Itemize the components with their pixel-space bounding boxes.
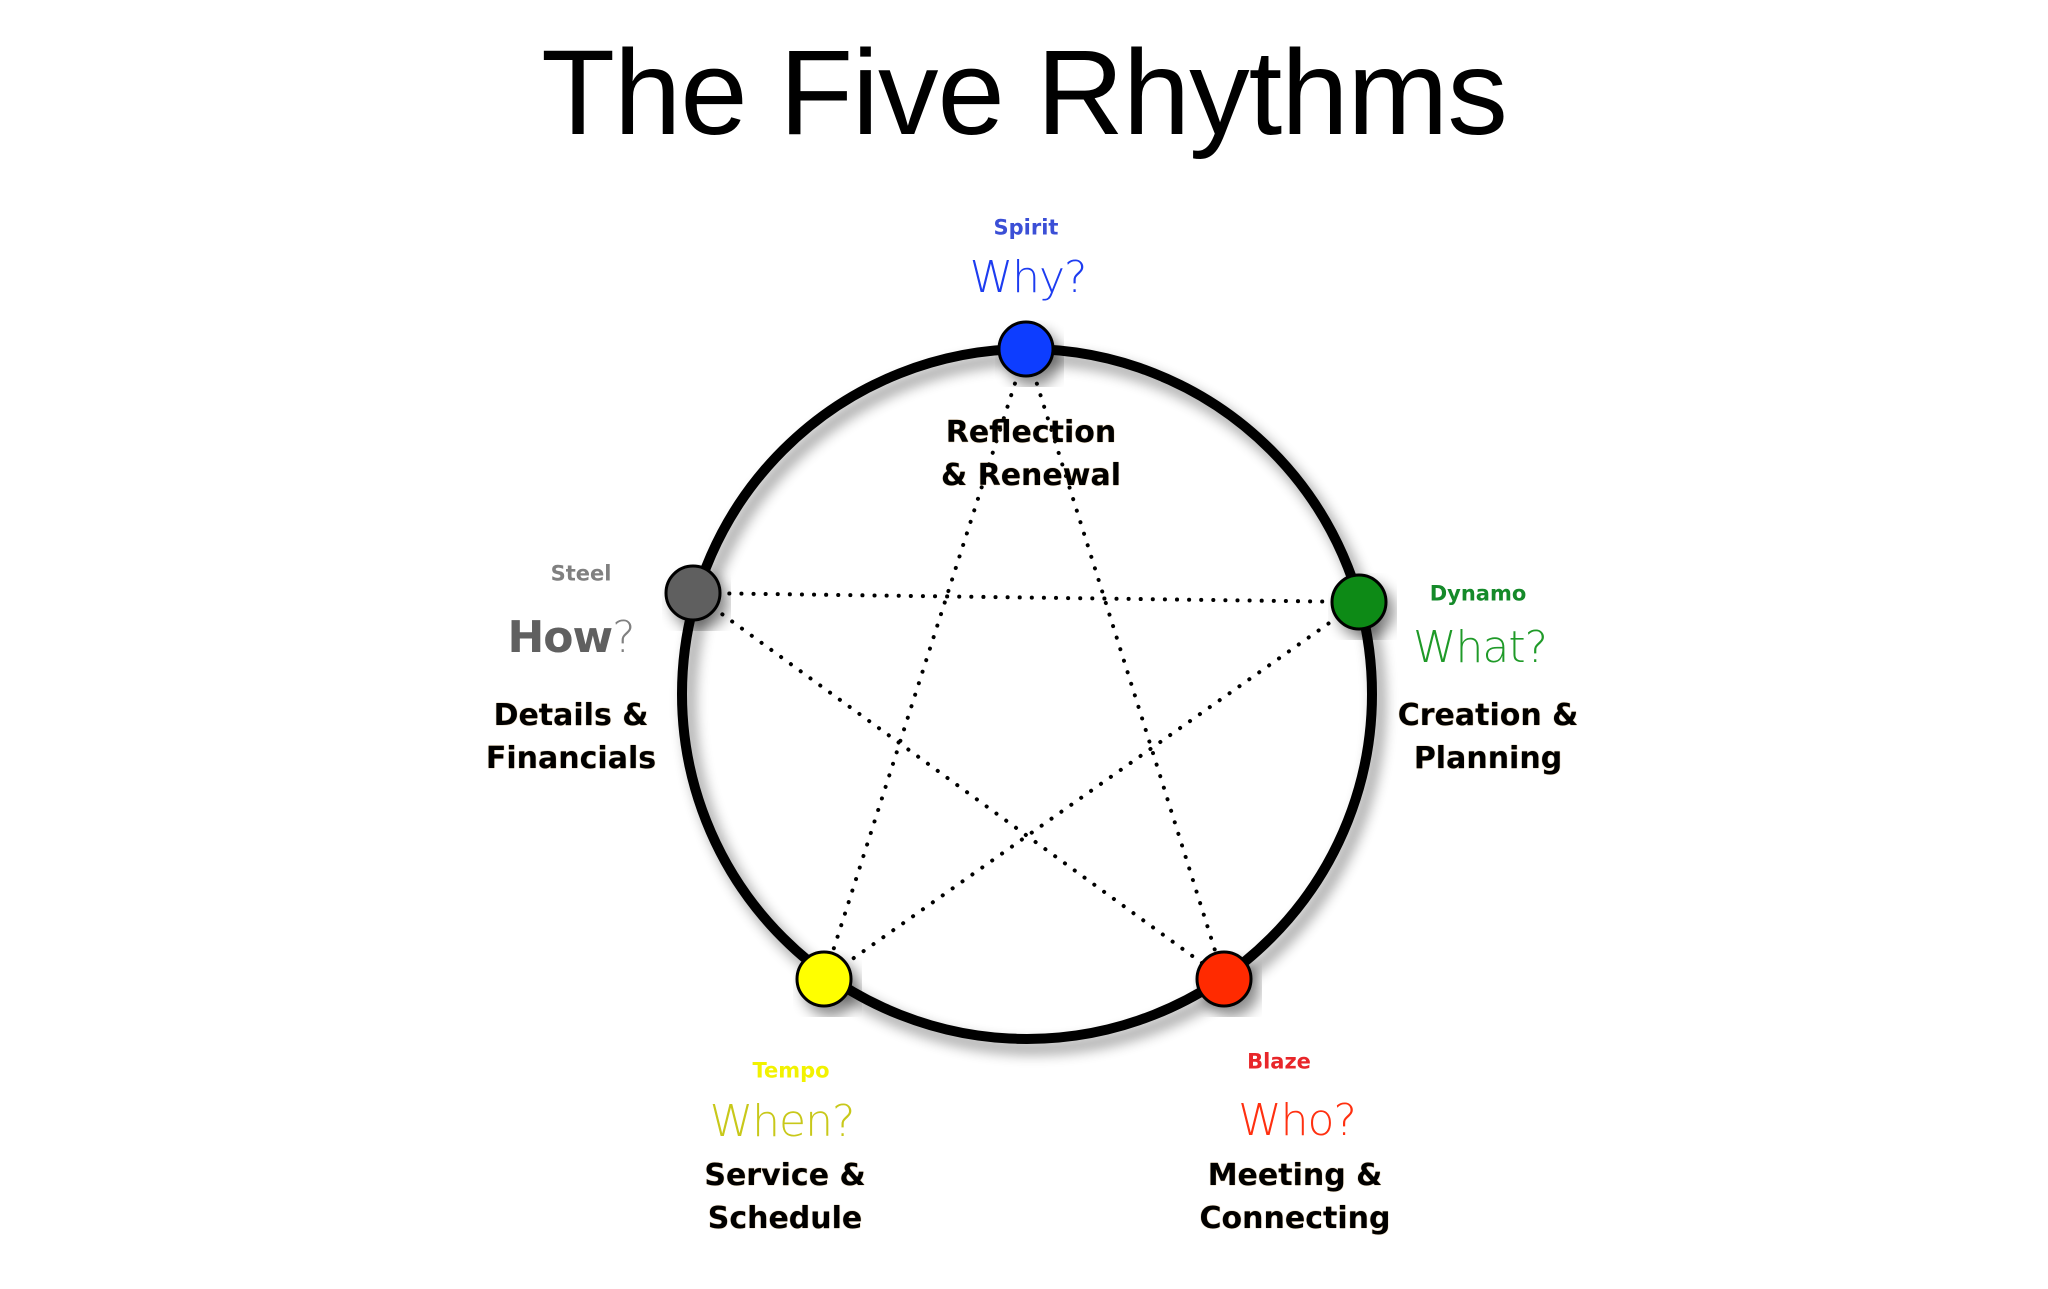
connector-lines: [691, 347, 1361, 981]
dynamo-question: What?: [1413, 622, 1548, 673]
steel-question-mark: ?: [612, 612, 635, 663]
blaze-node: [1195, 950, 1253, 1008]
dynamo-description: Creation & Planning: [1398, 694, 1579, 780]
tempo-description-line2: Schedule: [707, 1201, 863, 1236]
tempo-name-label: Tempo: [752, 1058, 830, 1083]
blaze-description-line2: Connecting: [1199, 1201, 1391, 1236]
page-title: The Five Rhythms: [541, 24, 1508, 160]
blaze-question: Who?: [1238, 1095, 1357, 1146]
spirit-description: Reflection & Renewal: [941, 411, 1121, 497]
steel-description-line2: Financials: [485, 741, 657, 776]
spirit-name-label: Spirit: [993, 215, 1059, 240]
tempo-node: [795, 950, 853, 1008]
connector-steel-dynamo: [691, 591, 1361, 604]
dynamo-description-line1: Creation &: [1397, 698, 1579, 733]
rhythm-nodes: [664, 320, 1388, 1008]
connector-spirit-tempo: [822, 347, 1028, 981]
dynamo-name-label: Dynamo: [1429, 581, 1527, 606]
blaze-description-line1: Meeting &: [1207, 1158, 1383, 1193]
steel-question: How?: [507, 616, 635, 660]
tempo-description-line1: Service &: [704, 1158, 866, 1193]
connector-spirit-blaze: [1024, 347, 1226, 981]
steel-question-word: How: [507, 612, 613, 663]
spirit-node: [997, 320, 1055, 378]
tempo-question: When?: [709, 1096, 856, 1147]
blaze-description: Meeting & Connecting: [1200, 1154, 1391, 1240]
spirit-description-line1: Reflection: [945, 415, 1117, 450]
spirit-question: Why?: [969, 252, 1088, 303]
tempo-description: Service & Schedule: [704, 1154, 865, 1240]
connector-tempo-dynamo: [822, 600, 1361, 981]
steel-name-label: Steel: [550, 561, 612, 586]
dynamo-node: [1330, 573, 1388, 631]
connector-steel-blaze: [691, 591, 1226, 981]
spirit-description-line2: & Renewal: [941, 458, 1121, 493]
steel-description-line1: Details &: [493, 698, 649, 733]
steel-description: Details & Financials: [486, 694, 656, 780]
blaze-name-label: Blaze: [1247, 1049, 1311, 1074]
steel-node: [664, 564, 722, 622]
dynamo-description-line2: Planning: [1413, 741, 1563, 776]
